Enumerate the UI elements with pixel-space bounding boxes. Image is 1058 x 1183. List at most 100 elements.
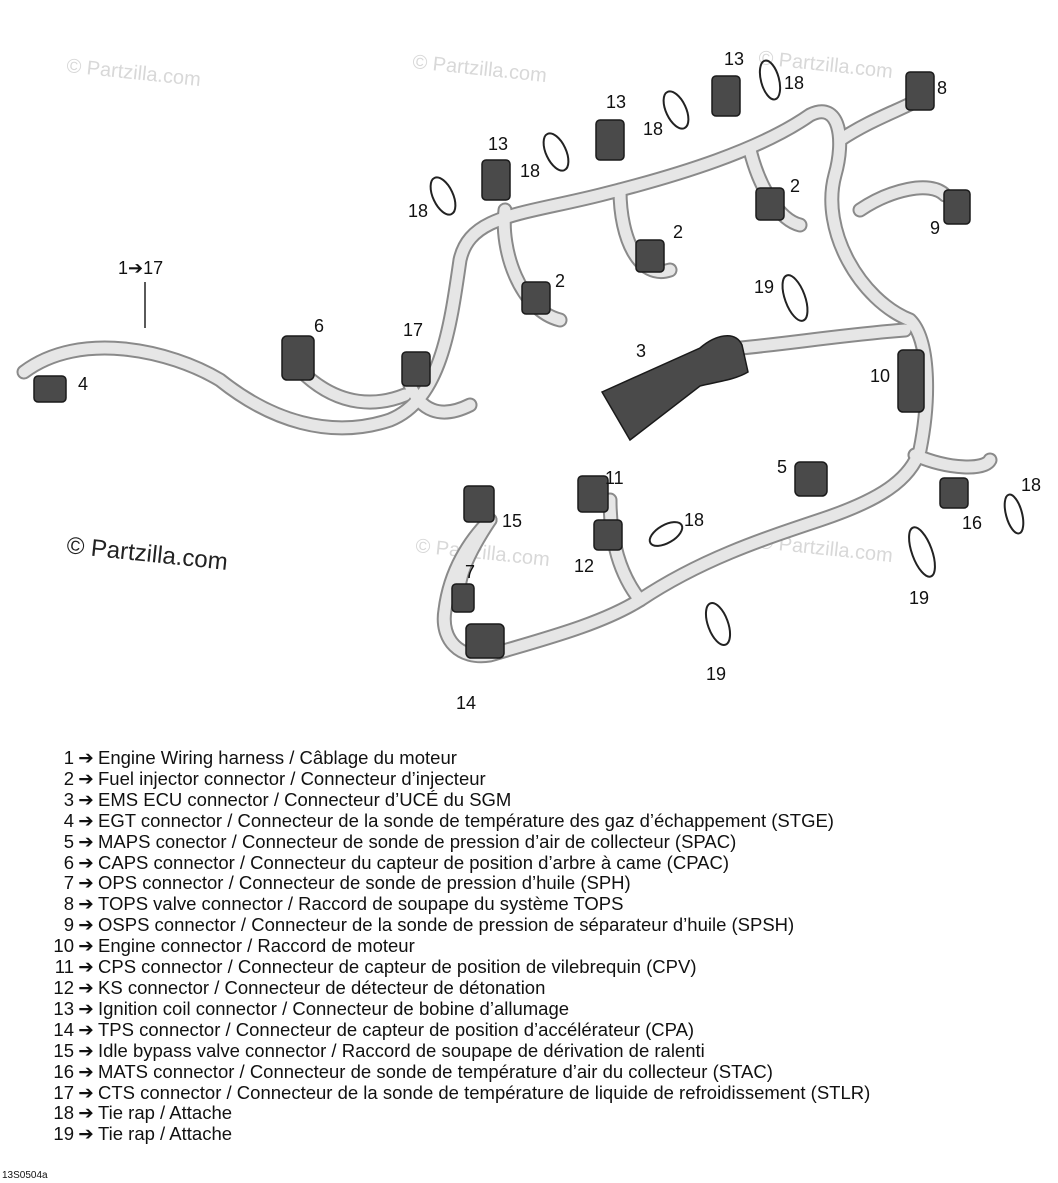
connector-2-icon — [635, 239, 665, 273]
callout-18: 18 — [520, 161, 540, 181]
legend-number: 14 — [53, 1018, 74, 1040]
callout-18: 18 — [1021, 475, 1041, 495]
legend-item: 12➔KS connector / Connecteur de détecteu… — [40, 976, 1050, 999]
legend-item: 18➔Tie rap / Attache — [40, 1103, 1050, 1124]
callout-13: 13 — [724, 49, 744, 69]
callout-11: 11 — [605, 468, 624, 488]
legend-description: CTS connector / Connecteur de la sonde d… — [98, 1081, 871, 1103]
tie-rap-18-icon — [758, 59, 782, 101]
connector-12-icon — [593, 519, 623, 551]
arrow-icon: ➔ — [78, 851, 94, 873]
figure-code: 13S0504a — [2, 1170, 48, 1181]
arrow-icon: ➔ — [78, 914, 94, 936]
legend-item: 13➔Ignition coil connector / Connecteur … — [40, 997, 1050, 1020]
callout-6: 6 — [314, 316, 324, 336]
arrow-icon: ➔ — [78, 935, 94, 957]
arrow-icon: ➔ — [78, 1018, 94, 1040]
legend-item: 3➔EMS ECU connector / Connecteur d’UCÉ d… — [40, 788, 1050, 811]
callout-19: 19 — [706, 664, 726, 684]
parts-legend: 1➔Engine Wiring harness / Câblage du mot… — [40, 747, 1050, 1145]
legend-description: EMS ECU connector / Connecteur d’UCÉ du … — [98, 788, 512, 810]
callout-1: 1➔17 — [118, 258, 163, 278]
callout-19: 19 — [909, 588, 929, 608]
legend-item: 11➔CPS connector / Connecteur de capteur… — [40, 956, 1050, 978]
legend-item: 9➔OSPS connector / Connecteur de la sond… — [40, 914, 1050, 936]
connector-13-icon — [711, 75, 741, 117]
tie-rap-19-icon — [908, 526, 936, 578]
tie-rap-19-icon — [781, 274, 809, 322]
arrow-icon: ➔ — [78, 1060, 94, 1082]
connector-10-icon — [897, 349, 925, 413]
arrow-icon: ➔ — [78, 997, 94, 1019]
legend-item: 2➔Fuel injector connector / Connecteur d… — [40, 767, 1050, 790]
legend-number: 10 — [53, 935, 74, 957]
arrow-icon: ➔ — [78, 1123, 94, 1145]
connector-11-icon — [577, 475, 609, 513]
callout-3: 3 — [636, 341, 646, 361]
legend-item: 14➔TPS connector / Connecteur de capteur… — [40, 1018, 1050, 1041]
connector-5-icon — [794, 461, 828, 497]
legend-description: Idle bypass valve connector / Raccord de… — [98, 1039, 705, 1061]
legend-description: OPS connector / Connecteur de sonde de p… — [98, 872, 631, 894]
legend-number: 5 — [63, 830, 74, 852]
callout-2: 2 — [673, 222, 683, 242]
watermark: © Partzilla.com — [65, 55, 201, 91]
legend-description: CPS connector / Connecteur de capteur de… — [98, 956, 697, 978]
connector-8-icon — [905, 71, 935, 111]
legend-item: 1➔Engine Wiring harness / Câblage du mot… — [40, 747, 1050, 769]
callout-19: 19 — [754, 277, 774, 297]
legend-item: 4➔EGT connector / Connecteur de la sonde… — [40, 809, 1050, 832]
legend-number: 9 — [63, 914, 74, 936]
legend-number: 1 — [63, 747, 74, 768]
callout-18: 18 — [408, 201, 428, 221]
callout-18: 18 — [684, 510, 704, 530]
legend-number: 6 — [63, 851, 74, 873]
callout-18: 18 — [643, 119, 663, 139]
arrow-icon: ➔ — [78, 830, 94, 852]
tie-rap-18-icon — [648, 521, 684, 547]
callout-15: 15 — [502, 511, 522, 531]
legend-number: 12 — [53, 976, 74, 998]
callout-10: 10 — [870, 366, 890, 386]
watermark-dark: © Partzilla.com — [65, 532, 229, 576]
legend-item: 16➔MATS connector / Connecteur de sonde … — [40, 1060, 1050, 1083]
legend-description: KS connector / Connecteur de détecteur d… — [98, 976, 546, 998]
arrow-icon: ➔ — [78, 788, 94, 810]
callout-7: 7 — [465, 562, 475, 582]
callouts: 1➔17 4 6 17 2 2 2 13 13 13 18 18 18 18 8… — [78, 49, 1041, 713]
legend-item: 6➔CAPS connector / Connecteur du capteur… — [40, 851, 1050, 874]
legend-number: 19 — [53, 1123, 74, 1145]
connector-13-icon — [481, 159, 511, 201]
connector-14-icon — [465, 623, 505, 659]
arrow-icon: ➔ — [78, 956, 94, 978]
callout-12: 12 — [574, 556, 594, 576]
arrow-icon: ➔ — [78, 809, 94, 831]
callout-8: 8 — [937, 78, 947, 98]
connector-15-icon — [463, 485, 495, 523]
legend-description: TPS connector / Connecteur de capteur de… — [98, 1018, 695, 1040]
legend-item: 19➔Tie rap / Attache — [40, 1123, 1050, 1145]
callout-17: 17 — [403, 320, 423, 340]
wiring-harness-diagram: © Partzilla.com © Partzilla.com © Partzi… — [16, 47, 1041, 713]
tie-rap-19-icon — [704, 602, 732, 646]
connector-13-icon — [595, 119, 625, 161]
callout-2: 2 — [790, 176, 800, 196]
callout-2: 2 — [555, 271, 565, 291]
legend-description: Tie rap / Attache — [98, 1102, 233, 1124]
legend-number: 18 — [53, 1102, 74, 1124]
arrow-icon: ➔ — [78, 1081, 94, 1103]
connector-2-icon — [755, 187, 785, 221]
legend-number: 2 — [63, 767, 74, 789]
ecu-connector-3-icon — [600, 335, 749, 442]
tie-rap-18-icon — [542, 132, 570, 172]
connector-16-icon — [939, 477, 969, 509]
legend-description: MATS connector / Connecteur de sonde de … — [98, 1060, 773, 1082]
tie-rap-18-icon — [429, 176, 457, 216]
legend-number: 16 — [53, 1060, 74, 1082]
callout-13: 13 — [606, 92, 626, 112]
watermark: © Partzilla.com — [411, 51, 547, 87]
legend-description: OSPS connector / Connecteur de la sonde … — [98, 914, 795, 936]
legend-item: 8➔TOPS valve connector / Raccord de soup… — [40, 893, 1050, 915]
legend-description: TOPS valve connector / Raccord de soupap… — [98, 893, 624, 915]
